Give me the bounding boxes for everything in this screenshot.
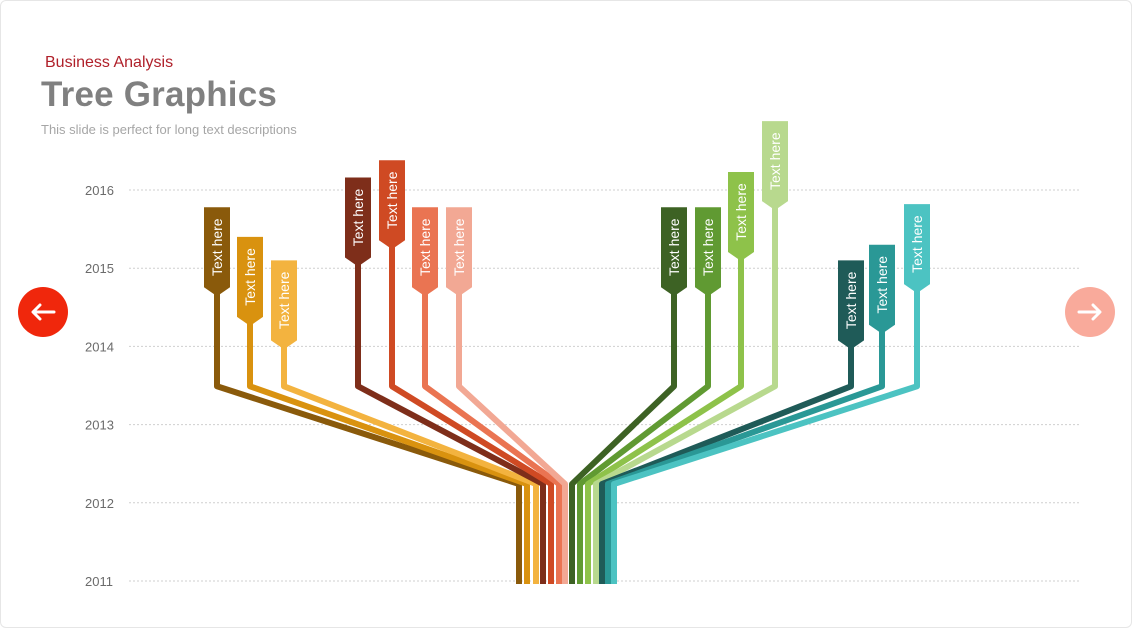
branch-line — [585, 252, 744, 584]
y-tick-label: 2015 — [85, 261, 114, 276]
branch-label: Text here — [767, 132, 783, 190]
prev-slide-button[interactable] — [18, 287, 68, 337]
tree-branch — [569, 287, 677, 584]
branch-tag: Text here — [661, 207, 687, 297]
branch-label: Text here — [209, 218, 225, 276]
branch-tag: Text here — [271, 260, 297, 350]
tag-shape — [379, 160, 405, 250]
slide-kicker: Business Analysis — [45, 54, 174, 71]
tree-branch — [585, 252, 744, 584]
branch-line — [389, 240, 554, 584]
slide-title: Tree Graphics — [41, 75, 278, 114]
tag-shape — [345, 177, 371, 267]
branch-line — [456, 287, 568, 584]
tree-branch — [577, 287, 711, 584]
tag-shape — [271, 260, 297, 350]
next-slide-button[interactable] — [1065, 287, 1115, 337]
tag-shape — [446, 207, 472, 297]
tag-shape — [661, 207, 687, 297]
branch-line — [577, 287, 711, 584]
branch-tag: Text here — [838, 260, 864, 350]
tag-shape — [838, 260, 864, 350]
branch-tag: Text here — [204, 207, 230, 297]
branch-label: Text here — [350, 188, 366, 246]
slide-subtitle: This slide is perfect for long text desc… — [41, 122, 297, 137]
branch-label: Text here — [276, 271, 292, 329]
branch-tag: Text here — [728, 172, 754, 262]
branch-tag: Text here — [762, 121, 788, 211]
branch-tag: Text here — [412, 207, 438, 297]
tree-branch — [355, 257, 546, 584]
tag-shape — [237, 236, 263, 326]
y-tick-label: 2011 — [85, 574, 113, 589]
branch-line — [247, 316, 530, 584]
branch-line — [593, 201, 778, 584]
tree-branch — [281, 340, 539, 584]
tag-shape — [204, 207, 230, 297]
branch-line — [569, 287, 677, 584]
branch-line — [611, 284, 920, 584]
tree-branch — [214, 287, 522, 584]
tree-branch — [389, 240, 554, 584]
branch-line — [214, 287, 522, 584]
y-tick-label: 2014 — [85, 339, 114, 354]
tree-branch — [247, 316, 530, 584]
tree-branch — [599, 340, 854, 584]
branch-line — [355, 257, 546, 584]
branch-layer — [214, 201, 920, 584]
tree-branch — [456, 287, 568, 584]
branch-line — [422, 287, 562, 584]
branch-tag: Text here — [869, 244, 895, 334]
branch-label: Text here — [700, 218, 716, 276]
arrow-right-icon — [1077, 303, 1102, 321]
y-tick-label: 2012 — [85, 496, 114, 511]
tag-shape — [695, 207, 721, 297]
branch-label: Text here — [384, 171, 400, 229]
branch-line — [599, 340, 854, 584]
tree-branch — [605, 324, 885, 584]
branch-tag: Text here — [446, 207, 472, 297]
tag-shape — [762, 121, 788, 211]
tag-shape — [728, 172, 754, 262]
branch-label: Text here — [451, 218, 467, 276]
tag-shape — [869, 244, 895, 334]
tree-branch — [611, 284, 920, 584]
branch-label: Text here — [417, 218, 433, 276]
branch-tag: Text here — [904, 204, 930, 294]
branch-label: Text here — [843, 271, 859, 329]
branch-tag: Text here — [379, 160, 405, 250]
tag-shape — [412, 207, 438, 297]
branch-label: Text here — [733, 183, 749, 241]
arrow-left-icon — [31, 303, 56, 321]
branch-line — [605, 324, 885, 584]
branch-tag: Text here — [695, 207, 721, 297]
branch-tag: Text here — [237, 236, 263, 326]
branch-label: Text here — [242, 248, 258, 306]
y-tick-label: 2013 — [85, 418, 114, 433]
branch-tag: Text here — [345, 177, 371, 267]
branch-label: Text here — [666, 218, 682, 276]
y-tick-label: 2016 — [85, 183, 114, 198]
y-axis-ticks: 2016 2015 2014 2013 2012 2011 — [85, 183, 114, 589]
branch-label: Text here — [909, 215, 925, 273]
branch-label: Text here — [874, 256, 890, 314]
tree-branch — [593, 201, 778, 584]
branch-line — [281, 340, 539, 584]
tag-shape — [904, 204, 930, 294]
tree-branch — [422, 287, 562, 584]
